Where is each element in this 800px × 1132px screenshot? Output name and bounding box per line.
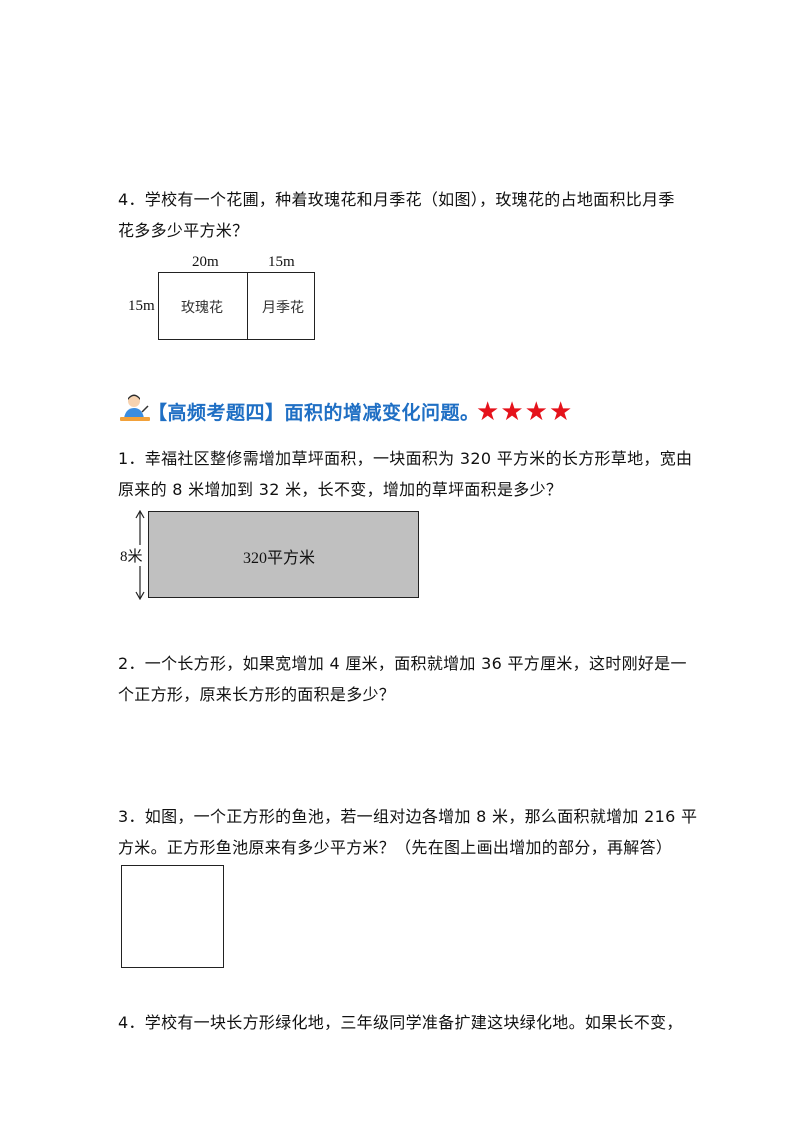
fish-pond-square (121, 865, 224, 968)
question-4-flower-bed: 4．学校有一个花圃，种着玫瑰花和月季花（如图），玫瑰花的占地面积比月季 花多多少… (118, 184, 678, 246)
question-2-rectangle: 2．一个长方形，如果宽增加 4 厘米，面积就增加 36 平方厘米，这时刚好是一 … (118, 648, 687, 710)
lawn-rectangle: 320平方米 (148, 511, 419, 598)
star-icon: ★ (524, 397, 548, 427)
top-dimension-left: 20m (192, 254, 219, 270)
chinese-rose-label: 月季花 (262, 300, 304, 316)
width-label: 8米 (120, 545, 143, 566)
chinese-rose-plot: 月季花 (247, 272, 315, 340)
question-text-line: 2．一个长方形，如果宽增加 4 厘米，面积就增加 36 平方厘米，这时刚好是一 (118, 654, 687, 673)
area-label: 320平方米 (243, 550, 316, 567)
difficulty-stars: ★ ★ ★ ★ (476, 397, 572, 427)
question-text-line: 1．幸福社区整修需增加草坪面积，一块面积为 320 平方米的长方形草地，宽由 (118, 449, 693, 468)
rose-plot: 玫瑰花 (158, 272, 248, 340)
star-icon: ★ (500, 397, 524, 427)
star-icon: ★ (476, 397, 500, 427)
question-1-lawn: 1．幸福社区整修需增加草坪面积，一块面积为 320 平方米的长方形草地，宽由 原… (118, 443, 693, 505)
student-mascot-icon (120, 394, 150, 421)
question-text-line: 个正方形，原来长方形的面积是多少？ (118, 685, 396, 704)
star-icon: ★ (548, 397, 573, 427)
side-dimension: 15m (128, 298, 155, 314)
question-text-line: 方米。正方形鱼池原来有多少平方米？（先在图上画出增加的部分，再解答） (118, 838, 673, 857)
question-text-line: 3．如图，一个正方形的鱼池，若一组对边各增加 8 米，那么面积就增加 216 平 (118, 807, 698, 826)
question-text-line: 花多多少平方米？ (118, 221, 249, 240)
rose-label: 玫瑰花 (181, 300, 223, 316)
question-text-line: 4．学校有一块长方形绿化地，三年级同学准备扩建这块绿化地。如果长不变， (118, 1013, 683, 1032)
section-title: 【高频考题四】面积的增减变化问题。 (148, 402, 480, 424)
question-3-fish-pond: 3．如图，一个正方形的鱼池，若一组对边各增加 8 米，那么面积就增加 216 平… (118, 801, 698, 863)
top-dimension-right: 15m (268, 254, 295, 270)
question-text-line: 4．学校有一个花圃，种着玫瑰花和月季花（如图），玫瑰花的占地面积比月季 (118, 190, 675, 209)
question-4-green-space: 4．学校有一块长方形绿化地，三年级同学准备扩建这块绿化地。如果长不变， (118, 1007, 683, 1038)
question-text-line: 原来的 8 米增加到 32 米，长不变，增加的草坪面积是多少？ (118, 480, 563, 499)
